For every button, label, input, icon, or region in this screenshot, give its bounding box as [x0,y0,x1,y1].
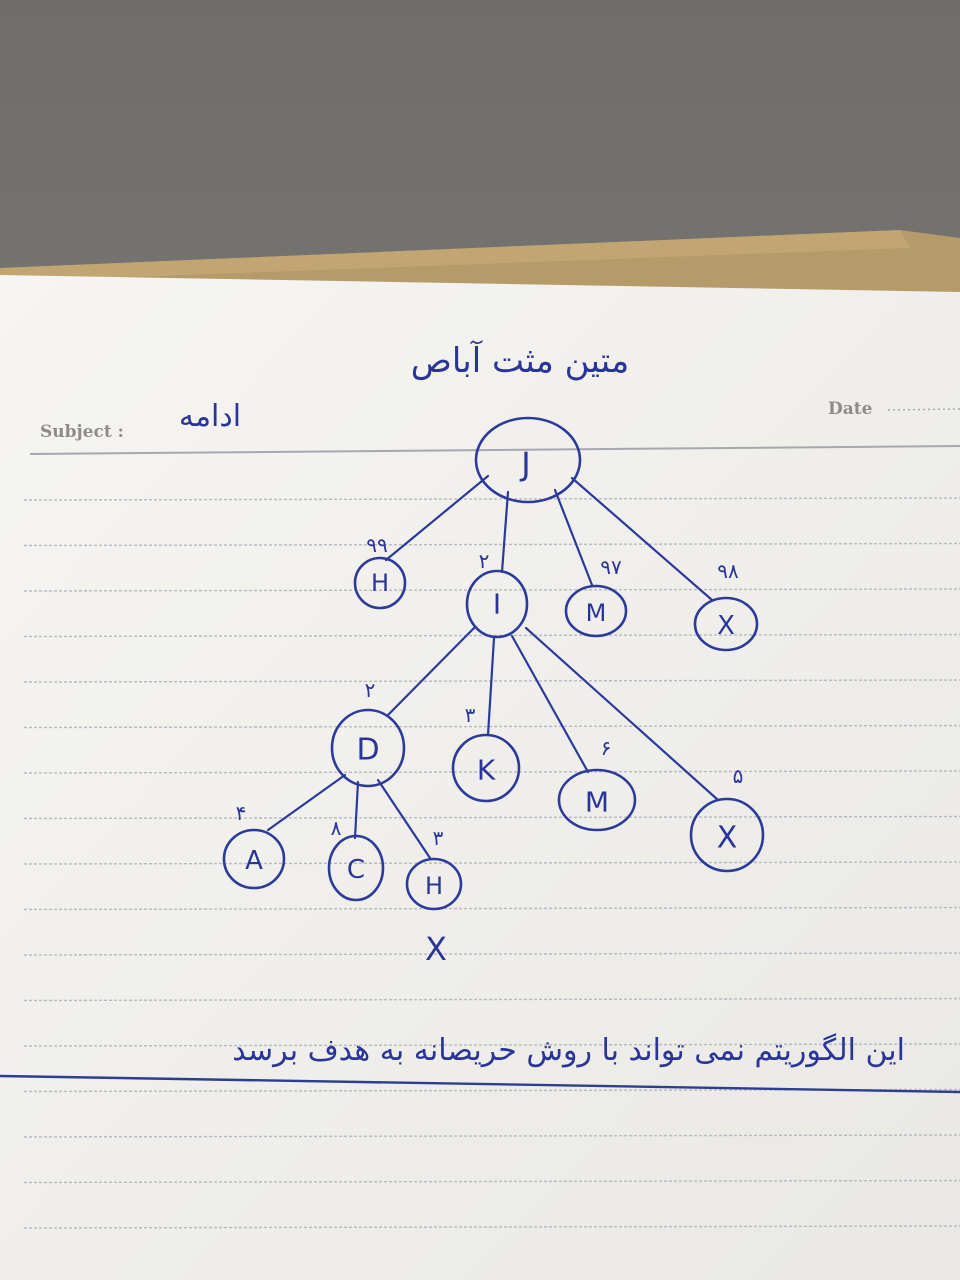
edge-i-d [386,626,476,717]
weight-c: ۸ [331,816,342,840]
ruled-line [23,952,960,956]
ruled-line [23,815,960,820]
edge-i-x [524,626,720,802]
ruled-line [23,861,960,865]
edge-i-m [510,634,590,774]
node-c-label: C [347,855,365,885]
weight-h1: ۹۹ [366,533,387,557]
node-d-label: D [356,733,379,768]
node-root: J [474,416,582,504]
ruled-line [23,679,960,683]
node-x1-circle [693,596,759,652]
edge-d-c [353,780,360,840]
node-h2-label: H [425,872,443,900]
ruled-line [23,1043,960,1047]
edge-d-a [266,773,347,832]
ruled-line [23,997,960,1002]
node-a-label: A [245,846,263,876]
date-dotted-line [887,408,960,411]
level2-nodes: D ۲ K ۳ M ۶ X ۵ [330,678,765,873]
node-d-circle [330,708,406,788]
node-x2-label: X [717,821,738,856]
node-c-circle [327,834,385,902]
node-a-circle [222,828,286,890]
node-m1-label: M [586,599,607,627]
node-m2-circle [557,768,637,832]
handwritten-title: متین مثت آباص [411,340,629,381]
ruled-line [23,906,960,911]
tree-edges [266,474,720,860]
weight-x1: ۹۸ [717,559,739,583]
hand-underline [0,1074,960,1094]
node-root-label: J [519,445,530,483]
weight-h2: ۳ [433,826,444,850]
date-label: Date [828,399,873,419]
edge-j-h [384,474,490,562]
ruled-line [23,633,960,638]
level1-nodes: H ۹۹ I ۲ M ۹۷ X ۹۸ [353,533,759,652]
edge-d-h [376,778,432,860]
ruled-lines [23,497,960,1229]
node-k-circle [451,733,521,803]
edge-i-k [486,636,496,737]
cardboard-highlight [0,230,910,282]
weight-a: ۴ [236,801,247,825]
weight-x2: ۵ [733,764,744,788]
node-h1-circle [353,556,407,610]
ruled-line [23,1134,960,1138]
ruled-line [23,497,960,501]
node-i-circle [465,569,529,639]
node-h2-circle [405,857,463,911]
ruled-line [23,770,960,774]
node-x1-label: X [717,611,735,641]
node-h1-label: H [371,569,389,597]
weight-m2: ۶ [601,736,612,760]
ruled-line [23,542,960,547]
subject-label: Subject : [40,422,124,442]
ruled-line [23,588,960,592]
weight-m1: ۹۷ [600,555,622,579]
paper-sheet [0,275,960,1280]
ruled-line [23,1179,960,1184]
handwritten-footer-note: این الگوریتم نمی تواند با روش حریصانه به… [232,1033,905,1068]
edge-j-i [500,490,510,574]
weight-d: ۲ [365,678,376,702]
node-x2-circle [689,797,765,873]
ruled-line [23,724,960,729]
ruled-line [23,1225,960,1229]
weight-i: ۲ [479,549,490,573]
header-rule [29,445,960,455]
node-m1-circle [564,584,628,638]
handwritten-subject: ادامه [179,399,241,434]
node-root-circle [474,416,582,504]
node-i-label: I [493,588,501,621]
level3-nodes: A ۴ C ۸ H ۳ X [222,801,463,968]
edge-j-m [553,488,594,587]
edge-j-x [570,476,714,602]
dead-end-mark: X [425,930,447,968]
weight-k: ۳ [465,703,476,727]
node-m2-label: M [585,786,609,819]
node-k-label: K [477,754,496,787]
